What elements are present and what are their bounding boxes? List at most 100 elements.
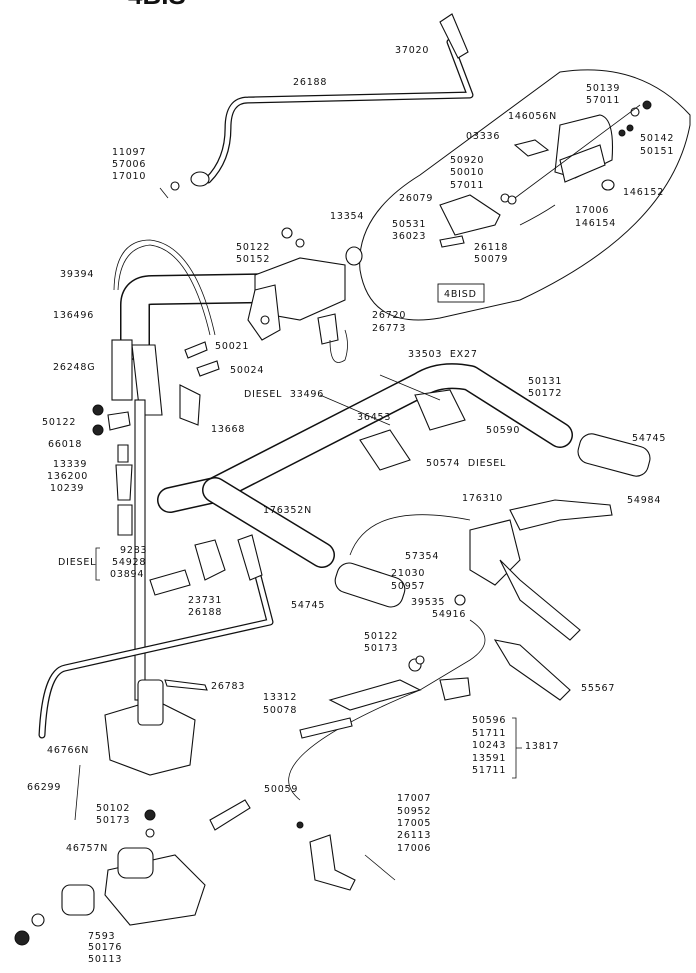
part-label: 26248G: [53, 362, 95, 373]
part-label: 26118: [474, 242, 508, 253]
part-label: 136496: [53, 310, 94, 321]
main-handlebar: [157, 363, 651, 608]
part-label: 17010: [112, 171, 146, 182]
part-label: 21030: [391, 568, 425, 579]
part-label: 57011: [586, 95, 620, 106]
upper-handle: [120, 227, 363, 363]
part-label: 50122: [364, 631, 398, 642]
inset-outline: [359, 69, 691, 321]
part-label: 54745: [632, 433, 666, 444]
part-label: 50122: [42, 417, 76, 428]
part-label: 50173: [96, 815, 130, 826]
part-label: DIESEL: [58, 557, 96, 568]
part-label: 50024: [230, 365, 264, 376]
part-label: 37020: [395, 45, 429, 56]
inset-label: 4BISD: [444, 289, 477, 300]
part-label: 9283: [120, 545, 147, 556]
part-label: 26188: [188, 607, 222, 618]
part-label: 46766N: [47, 745, 89, 756]
part-label: 50142: [640, 133, 674, 144]
part-label: 50596: [472, 715, 506, 726]
part-label: 26188: [293, 77, 327, 88]
part-label: 50102: [96, 803, 130, 814]
part-label: 33503 EX27: [408, 349, 478, 360]
part-label: 146154: [575, 218, 616, 229]
lower-rod: [38, 534, 274, 739]
part-label: 50151: [640, 146, 674, 157]
part-label: 50176: [88, 942, 122, 953]
part-label: 50010: [450, 167, 484, 178]
part-label: 03336: [466, 131, 500, 142]
part-label: 54984: [627, 495, 661, 506]
part-label: 176352N: [263, 505, 312, 516]
part-label: 146152: [623, 187, 664, 198]
part-label: 7593: [88, 931, 115, 942]
part-label: 13312: [263, 692, 297, 703]
part-label: 146056N: [508, 111, 557, 122]
part-label: 50920: [450, 155, 484, 166]
part-label: 36023: [392, 231, 426, 242]
part-label: 13817: [525, 741, 559, 752]
part-label: 50152: [236, 254, 270, 265]
part-label: 136200: [47, 471, 88, 482]
part-label: 57011: [450, 180, 484, 191]
part-label: 17006: [397, 843, 431, 854]
part-label: 50173: [364, 643, 398, 654]
upper-control-rod: [159, 13, 474, 199]
part-label: 17005: [397, 818, 431, 829]
inset-parts: [439, 100, 652, 248]
part-label: 36453: [357, 412, 391, 423]
part-label: 50531: [392, 219, 426, 230]
part-label: 39394: [60, 269, 94, 280]
diagram-title: 4BIS: [128, 0, 186, 10]
part-label: 66299: [27, 782, 61, 793]
vertical-column: [92, 239, 220, 701]
part-label: 50122: [236, 242, 270, 253]
part-label: 50952: [397, 806, 431, 817]
part-label: 50574 DIESEL: [426, 458, 506, 469]
part-label: 50079: [474, 254, 508, 265]
part-label: 17006: [575, 205, 609, 216]
part-label: 50021: [215, 341, 249, 352]
part-label: 55567: [581, 683, 615, 694]
part-label: 50139: [586, 83, 620, 94]
part-label: 50957: [391, 581, 425, 592]
part-label: 13354: [330, 211, 364, 222]
part-label: 54916: [432, 609, 466, 620]
part-label: 51711: [472, 765, 506, 776]
part-label: 11097: [112, 147, 146, 158]
part-label: 50113: [88, 954, 122, 965]
part-label: 26113: [397, 830, 431, 841]
base-assembly: [14, 679, 251, 946]
part-label: 10243: [472, 740, 506, 751]
part-label: 57354: [405, 551, 439, 562]
part-label: 54928: [112, 557, 146, 568]
part-label: 26783: [211, 681, 245, 692]
part-label: 66018: [48, 439, 82, 450]
bracket-diesel: [95, 547, 100, 581]
part-label: 54745: [291, 600, 325, 611]
part-label: 39535: [411, 597, 445, 608]
part-label: 17007: [397, 793, 431, 804]
part-label: 50059: [264, 784, 298, 795]
part-label: 50078: [263, 705, 297, 716]
part-label: 57006: [112, 159, 146, 170]
part-label: 50131: [528, 376, 562, 387]
part-label: 50172: [528, 388, 562, 399]
middle-lever: [296, 655, 471, 891]
part-label: 26773: [372, 323, 406, 334]
part-label: 51711: [472, 728, 506, 739]
part-label: 26720: [372, 310, 406, 321]
part-label: DIESEL 33496: [244, 389, 324, 400]
bracket-13817: [512, 717, 522, 779]
part-labels: 37020 26188 11097 57006 17010 50139 5701…: [27, 45, 674, 965]
part-label: 23731: [188, 595, 222, 606]
part-label: 13591: [472, 753, 506, 764]
rod-knob: [439, 13, 469, 59]
part-label: 26079: [399, 193, 433, 204]
part-label: 50590: [486, 425, 520, 436]
right-levers: [288, 499, 613, 801]
part-label: 13668: [211, 424, 245, 435]
part-label: 13339: [53, 459, 87, 470]
